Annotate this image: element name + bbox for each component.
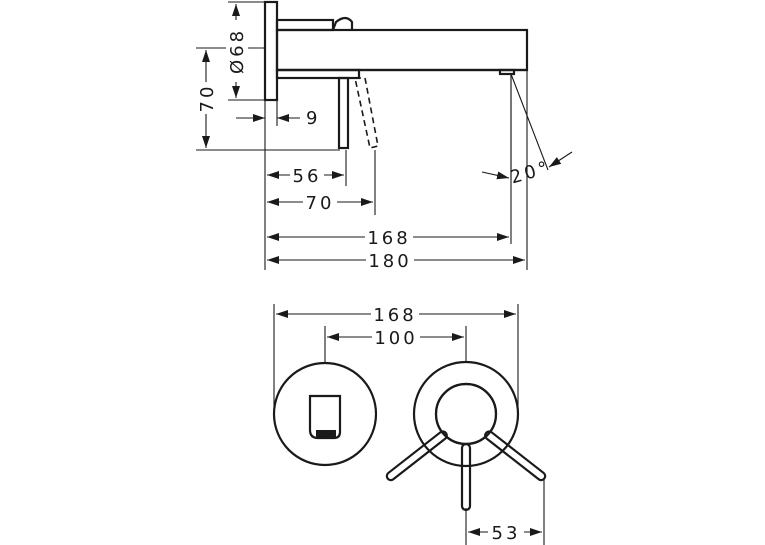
upper-clip bbox=[331, 16, 354, 31]
wall-flange bbox=[263, 0, 279, 102]
lever-solid bbox=[337, 76, 350, 150]
lever-right bbox=[484, 430, 547, 482]
dim-handle-reach: 53 bbox=[492, 523, 521, 544]
dim-flange-thickness: 9 bbox=[306, 108, 320, 129]
lever-down bbox=[460, 442, 472, 512]
dim-spout-length: 168 bbox=[367, 228, 410, 249]
dim-line-angle-right bbox=[548, 151, 573, 168]
dim-lever-offset: 56 bbox=[293, 166, 322, 187]
ext-angle-2 bbox=[510, 73, 549, 171]
spout-outlet-base bbox=[316, 430, 336, 438]
front-view: 168 100 53 bbox=[272, 304, 547, 545]
dim-spout-angle: 20° bbox=[508, 157, 553, 188]
upper-connector bbox=[275, 18, 335, 32]
lever-left bbox=[385, 430, 448, 482]
dim-front-width: 168 bbox=[373, 305, 416, 326]
spout-body bbox=[275, 28, 529, 72]
lever-rotated-dashed bbox=[354, 77, 379, 149]
dim-line-angle-left bbox=[481, 171, 510, 180]
aerator bbox=[498, 68, 516, 76]
lower-connector bbox=[275, 68, 361, 80]
dim-diameter: Ø68 bbox=[227, 28, 248, 74]
dim-overall-length: 180 bbox=[368, 251, 411, 272]
dim-height: 70 bbox=[197, 84, 218, 113]
dim-lever-reach: 70 bbox=[306, 193, 335, 214]
mixer-hub-front bbox=[434, 382, 498, 446]
spout-rosette bbox=[272, 361, 378, 467]
dim-center-distance: 100 bbox=[374, 328, 417, 349]
side-view: Ø68 70 9 56 70 168 180 20° bbox=[196, 0, 573, 272]
